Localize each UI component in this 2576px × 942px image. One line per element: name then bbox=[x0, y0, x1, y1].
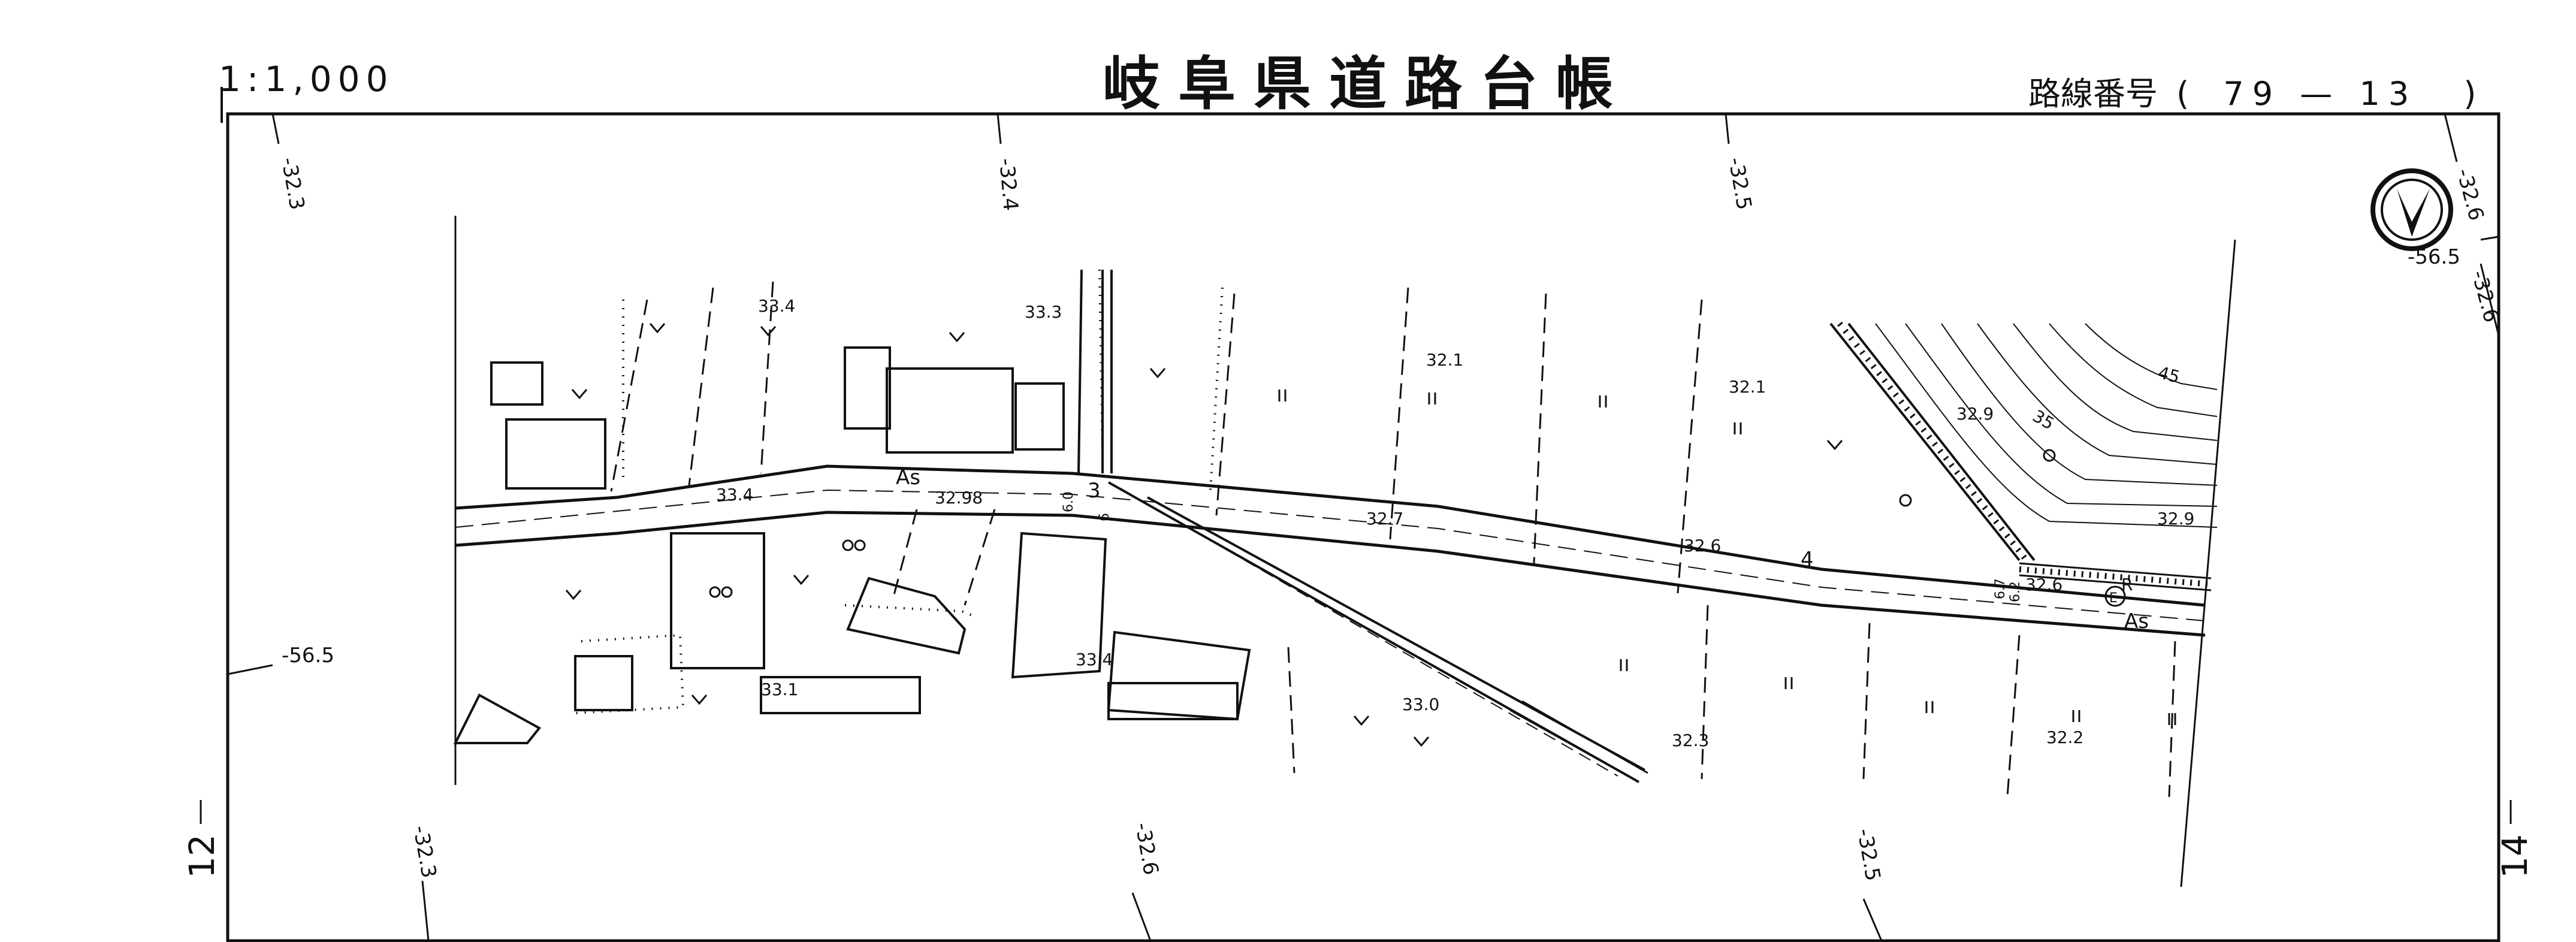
map-frame bbox=[226, 112, 2500, 942]
vertical-track bbox=[1077, 269, 1113, 474]
road-width-label: 6 bbox=[1097, 513, 1112, 521]
property-dotted-lines bbox=[575, 269, 1224, 714]
elevation-label: 32.1 bbox=[1426, 350, 1463, 370]
road-width-label: 6.2 bbox=[2008, 581, 2023, 602]
elevation-label: 33.0 bbox=[1402, 695, 1439, 714]
grid-label-top-1: -32.3 bbox=[276, 156, 309, 212]
road-width-label: 6.7 bbox=[1993, 578, 2008, 599]
road-surface-label-1: As bbox=[896, 466, 920, 490]
route-open-paren: ( bbox=[2176, 75, 2190, 113]
grid-label-top-3: -32.5 bbox=[1723, 156, 1756, 212]
road-width-label: 6.0 bbox=[1061, 491, 1076, 512]
elevation-label: 32.98 bbox=[935, 488, 983, 508]
contour-label: 45 bbox=[2156, 363, 2182, 387]
route-label: 路線番号 bbox=[2028, 75, 2158, 113]
railway-embankment bbox=[1829, 321, 2212, 591]
map-marker-R: R bbox=[2121, 575, 2133, 594]
orchard-symbols bbox=[709, 449, 2056, 598]
elevation-label: 32.3 bbox=[1672, 730, 1709, 750]
elevation-label: 33.4 bbox=[716, 485, 753, 505]
grid-label-bottom-1: -32.3 bbox=[408, 824, 441, 880]
route-close-paren: ) bbox=[2463, 75, 2477, 113]
map-marker-E: E bbox=[2109, 591, 2118, 606]
elevation-label: 33.1 bbox=[761, 680, 798, 699]
grid-label-bottom-3: -32.5 bbox=[1852, 827, 1885, 883]
station-number: 3 bbox=[1088, 479, 1101, 503]
route-number-label: 路線番号 ( 79 — 13 ) bbox=[2028, 67, 2476, 114]
elevation-label: 32.2 bbox=[2046, 727, 2083, 747]
road-surface-label-2: As bbox=[2124, 609, 2149, 633]
grid-label-top-4: -32.6 bbox=[2451, 166, 2488, 223]
contour-lines bbox=[1875, 323, 2218, 528]
grid-label-top-2: -32.4 bbox=[994, 157, 1023, 212]
route-number: 79 — 13 bbox=[2223, 75, 2418, 113]
elevation-label: 32.6 bbox=[2025, 575, 2062, 594]
elevation-label: 32.9 bbox=[2157, 509, 2194, 529]
map-scale: 1:1,000 bbox=[219, 59, 394, 99]
map-marker-E-circle bbox=[2104, 585, 2126, 607]
contour-label: 35 bbox=[2030, 406, 2058, 433]
main-road bbox=[455, 464, 2206, 637]
elevation-label: 33.4 bbox=[758, 296, 795, 316]
buildings bbox=[453, 346, 1251, 744]
field-symbols bbox=[565, 323, 1843, 747]
diagonal-street bbox=[1108, 481, 1648, 783]
grid-label-bottom-2: -32.6 bbox=[1130, 821, 1163, 877]
station-number: 4 bbox=[1801, 548, 1814, 572]
paddy-symbols bbox=[1278, 390, 2176, 725]
elevation-label: 32.7 bbox=[1366, 509, 1403, 529]
elevation-label: 32.9 bbox=[1956, 404, 1994, 424]
elevation-label: 32.1 bbox=[1729, 377, 1766, 397]
grid-label-side-left: -56.5 bbox=[282, 644, 334, 668]
grid-ticks bbox=[227, 113, 2500, 941]
parcel-boundaries bbox=[610, 281, 2176, 798]
map-title: 岐阜県道路台帳 bbox=[1103, 50, 1631, 117]
elevation-label: 33.4 bbox=[1076, 650, 1113, 669]
elevation-label: 32.6 bbox=[1684, 536, 1721, 555]
elevation-label: 33.3 bbox=[1025, 302, 1062, 322]
drawing-extent-right bbox=[2180, 239, 2236, 887]
north-arrow-icon bbox=[2370, 168, 2453, 251]
